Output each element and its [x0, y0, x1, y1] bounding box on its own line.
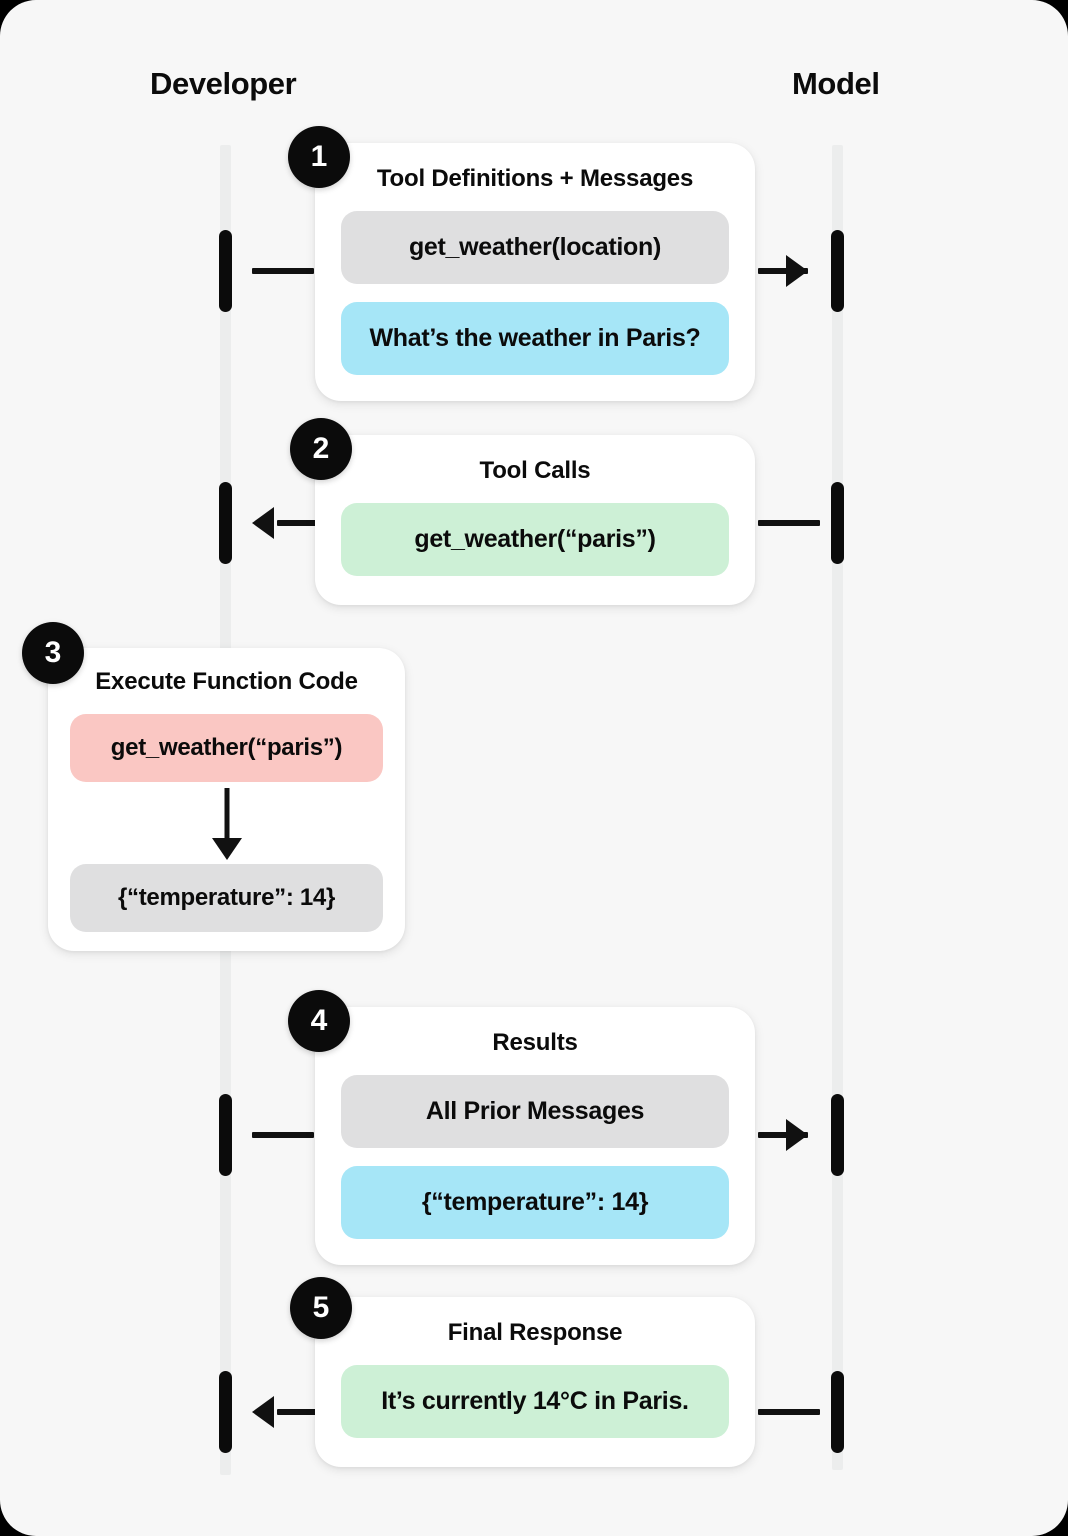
activation-bar-model-step5: [831, 1371, 844, 1453]
arrowhead-step4-right-icon: [786, 1119, 808, 1151]
step-1-pill-2: What’s the weather in Paris?: [341, 302, 729, 375]
step-3-pill-2: {“temperature”: 14}: [70, 864, 383, 932]
connector-step2-right: [758, 520, 820, 526]
step-badge-1: 1: [288, 126, 350, 188]
down-arrow-icon: [70, 788, 383, 862]
step-2-title: Tool Calls: [479, 457, 591, 484]
step-card-5[interactable]: Final Response It’s currently 14°C in Pa…: [315, 1297, 755, 1467]
step-badge-2: 2: [290, 418, 352, 480]
step-1-pill-1: get_weather(location): [341, 211, 729, 284]
step-card-4[interactable]: Results All Prior Messages {“temperature…: [315, 1007, 755, 1265]
column-header-model: Model: [792, 66, 880, 101]
step-5-title: Final Response: [447, 1319, 623, 1346]
activation-bar-developer-step1: [219, 230, 232, 312]
step-3-title: Execute Function Code: [95, 668, 358, 695]
activation-bar-developer-step4: [219, 1094, 232, 1176]
step-2-pill-1: get_weather(“paris”): [341, 503, 729, 576]
connector-step5-right: [758, 1409, 820, 1415]
connector-step2-left: [277, 520, 317, 526]
step-card-3[interactable]: Execute Function Code get_weather(“paris…: [48, 648, 405, 951]
connector-step4-left: [252, 1132, 314, 1138]
connector-step4-right: [758, 1132, 808, 1138]
connector-step1-right: [758, 268, 808, 274]
column-header-developer: Developer: [150, 66, 297, 101]
step-badge-5: 5: [290, 1277, 352, 1339]
arrowhead-step5-left-icon: [252, 1396, 274, 1428]
arrowhead-step2-left-icon: [252, 507, 274, 539]
step-4-pill-2: {“temperature”: 14}: [341, 1166, 729, 1239]
step-badge-4: 4: [288, 990, 350, 1052]
step-card-1[interactable]: Tool Definitions + Messages get_weather(…: [315, 143, 755, 401]
step-card-2[interactable]: Tool Calls get_weather(“paris”): [315, 435, 755, 605]
lifeline-model: [832, 145, 843, 1470]
activation-bar-model-step2: [831, 482, 844, 564]
activation-bar-developer-step2: [219, 482, 232, 564]
activation-bar-developer-step5: [219, 1371, 232, 1453]
arrowhead-step1-right-icon: [786, 255, 808, 287]
activation-bar-model-step1: [831, 230, 844, 312]
step-badge-3: 3: [22, 622, 84, 684]
connector-step5-left: [277, 1409, 317, 1415]
step-4-pill-1: All Prior Messages: [341, 1075, 729, 1148]
step-5-pill-1: It’s currently 14°C in Paris.: [341, 1365, 729, 1438]
step-1-title: Tool Definitions + Messages: [376, 165, 694, 192]
step-4-title: Results: [492, 1029, 578, 1056]
connector-step1-left: [252, 268, 314, 274]
step-3-pill-1: get_weather(“paris”): [70, 714, 383, 782]
activation-bar-model-step4: [831, 1094, 844, 1176]
